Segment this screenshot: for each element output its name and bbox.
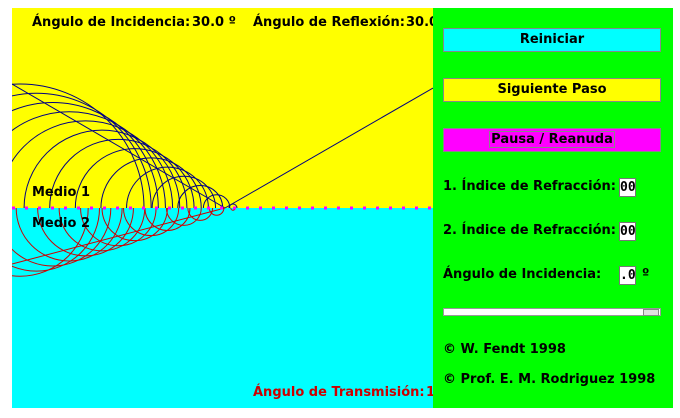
refraction-index-1-label: 1. Índice de Refracción: (443, 179, 616, 194)
refracted-wavefront-circle (12, 208, 112, 267)
incident-wavefront-circle (228, 203, 238, 208)
medium2-label: Medio 2 (32, 216, 91, 231)
refracted-wavefront-circle (80, 208, 157, 247)
degree-unit: º (642, 267, 650, 282)
medium1-label: Medio 1 (32, 185, 91, 200)
refraction-index-1-input[interactable]: 00 (619, 178, 636, 197)
refracted-wavefront-line (12, 207, 226, 265)
pause-resume-button[interactable]: Pausa / Reanuda (443, 128, 661, 152)
incident-wavefront-circle (12, 101, 159, 208)
incident-wavefront-circle (100, 157, 202, 208)
credit-fendt: © W. Fendt 1998 (443, 342, 566, 357)
refracted-wavefront-circle (37, 208, 134, 257)
reflection-angle-value: 30.0 (406, 15, 433, 30)
incident-wavefront-circle (12, 83, 145, 208)
incidence-angle-value: 30.0 º (192, 15, 236, 30)
pause-resume-label: Pausa / Reanuda (489, 131, 615, 148)
incident-wavefront-circle (151, 175, 217, 208)
reflection-angle-label: Ángulo de Reflexión: (253, 15, 405, 30)
reset-button[interactable]: Reiniciar (443, 28, 661, 52)
medium1-area (12, 8, 433, 208)
refracted-wavefront-circle (123, 208, 180, 237)
refracted-wavefront-circle (15, 208, 123, 262)
incident-wavefront-circle (23, 129, 181, 208)
incident-wavefronts (12, 83, 238, 208)
incidence-angle-label: Ángulo de Incidencia: (32, 15, 191, 30)
refracted-wavefront-circle (165, 208, 202, 226)
refraction-index-2-label: 2. Índice de Refracción: (443, 223, 616, 238)
medium2-area (12, 208, 433, 408)
refracted-wavefront-circle (58, 208, 146, 252)
incident-wavefront-circle (12, 120, 174, 208)
incident-wavefront-circle (49, 138, 188, 208)
transmission-angle-label: Ángulo de Transmisión: (253, 385, 425, 400)
wave-diagram (12, 8, 433, 408)
refracted-wavefront-circle (12, 208, 100, 272)
slider-thumb[interactable] (643, 309, 659, 316)
incident-wavefront-circle (202, 194, 231, 208)
incident-wavefront-circle (74, 148, 195, 208)
refracted-wavefront-circle (12, 208, 89, 277)
incidence-angle-slider[interactable] (443, 308, 661, 316)
incidence-angle-input[interactable]: .0 (619, 266, 636, 285)
incident-wavefront-circle (12, 92, 152, 208)
credit-rodriguez: © Prof. E. M. Rodriguez 1998 (443, 372, 656, 387)
refracted-wavefront-circle (101, 208, 168, 242)
incidence-angle-field-label: Ángulo de Incidencia: (443, 267, 602, 282)
incident-wavefront-line (12, 83, 226, 209)
simulation-canvas: Ángulo de Incidencia: 30.0 º Ángulo de R… (12, 8, 433, 408)
incident-wavefront-circle (12, 111, 166, 208)
incident-wavefront-circle (177, 185, 224, 208)
transmission-angle-value: 1 (426, 385, 433, 400)
reflected-wavefront-line (224, 87, 433, 209)
refracted-wavefront-circle (187, 208, 214, 221)
next-step-button[interactable]: Siguiente Paso (443, 78, 661, 102)
control-panel: Reiniciar Siguiente Paso Pausa / Reanuda… (433, 8, 673, 408)
refraction-index-2-input[interactable]: 00 (619, 222, 636, 241)
